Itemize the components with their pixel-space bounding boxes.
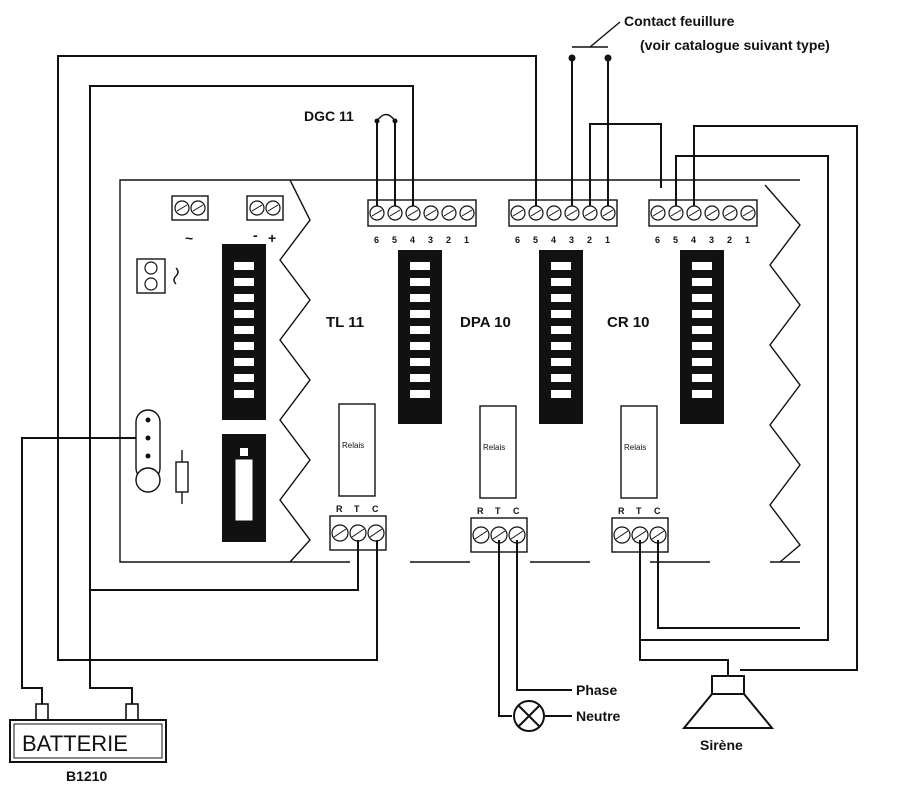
battery-ref-label: B1210 — [66, 768, 107, 784]
dpa10-terminal-5: 5 — [533, 235, 538, 245]
wiring — [21, 21, 858, 717]
dgc11-label: DGC 11 — [304, 108, 354, 124]
dpa10-label: DPA 10 — [460, 314, 511, 331]
dpa10-terminal-1: 1 — [605, 235, 610, 245]
phase-label: Phase — [576, 682, 617, 698]
cr10-terminal-6: 6 — [655, 235, 660, 245]
tl11-label: TL 11 — [326, 314, 364, 331]
lamp-icon — [513, 700, 545, 732]
tl11-r-label: R — [336, 504, 343, 514]
cr10-terminal-5: 5 — [673, 235, 678, 245]
ac-symbol: ~ — [185, 230, 193, 246]
cr10-terminal-2: 2 — [727, 235, 732, 245]
minus-symbol: - — [253, 227, 258, 243]
dpa10-terminal-2: 2 — [587, 235, 592, 245]
cr10-relais-label: Relais — [624, 443, 646, 452]
terminal-block-cr10: 6 5 4 3 2 1 — [648, 199, 758, 245]
sirene-label: Sirène — [700, 737, 743, 753]
tl11-terminal-3: 3 — [428, 235, 433, 245]
cr10-terminal-1: 1 — [745, 235, 750, 245]
neutre-label: Neutre — [576, 708, 621, 724]
dpa10-terminal-3: 3 — [569, 235, 574, 245]
contact-feuillure-title: Contact feuillure — [624, 13, 735, 29]
cr10-r-label: R — [618, 506, 625, 516]
dpa10-terminal-6: 6 — [515, 235, 520, 245]
module-dpa10: 6 5 4 3 2 1 DPA 10 Relais R T C — [460, 199, 618, 553]
dpa10-r-label: R — [477, 506, 484, 516]
main-housing — [119, 179, 801, 563]
dpa10-rtc-terminal: R T C — [470, 506, 528, 553]
plus-symbol: + — [268, 230, 276, 246]
power-dip-slots — [234, 262, 254, 398]
terminal-block-dpa10: 6 5 4 3 2 1 — [508, 199, 618, 245]
tl11-terminal-5: 5 — [392, 235, 397, 245]
batterie-label: BATTERIE — [22, 731, 128, 756]
power-module: ~ - + — [135, 195, 284, 542]
cr10-terminal-3: 3 — [709, 235, 714, 245]
tl11-t-label: T — [354, 504, 360, 514]
dpa10-c-label: C — [513, 506, 520, 516]
cr10-label: CR 10 — [607, 314, 650, 331]
tl11-relais-label: Relais — [342, 441, 364, 450]
dpa10-t-label: T — [495, 506, 501, 516]
cr10-t-label: T — [636, 506, 642, 516]
dpa10-terminal-4: 4 — [551, 235, 556, 245]
terminal-block-tl11: 6 5 4 3 2 1 — [367, 199, 477, 245]
module-cr10: 6 5 4 3 2 1 CR 10 Relais R T C — [607, 199, 758, 553]
tl11-terminal-1: 1 — [464, 235, 469, 245]
tl11-terminal-4: 4 — [410, 235, 415, 245]
battery-icon — [9, 703, 167, 763]
contact-feuillure-note: (voir catalogue suivant type) — [640, 37, 830, 53]
tl11-c-label: C — [372, 504, 379, 514]
tl11-terminal-2: 2 — [446, 235, 451, 245]
dpa10-relais-label: Relais — [483, 443, 505, 452]
tl11-terminal-6: 6 — [374, 235, 379, 245]
module-tl11: 6 5 4 3 2 1 TL 11 Relais R T C — [326, 199, 477, 551]
cr10-terminal-4: 4 — [691, 235, 696, 245]
siren-icon — [681, 675, 775, 729]
cr10-rtc-terminal: R T C — [611, 506, 669, 553]
cr10-c-label: C — [654, 506, 661, 516]
